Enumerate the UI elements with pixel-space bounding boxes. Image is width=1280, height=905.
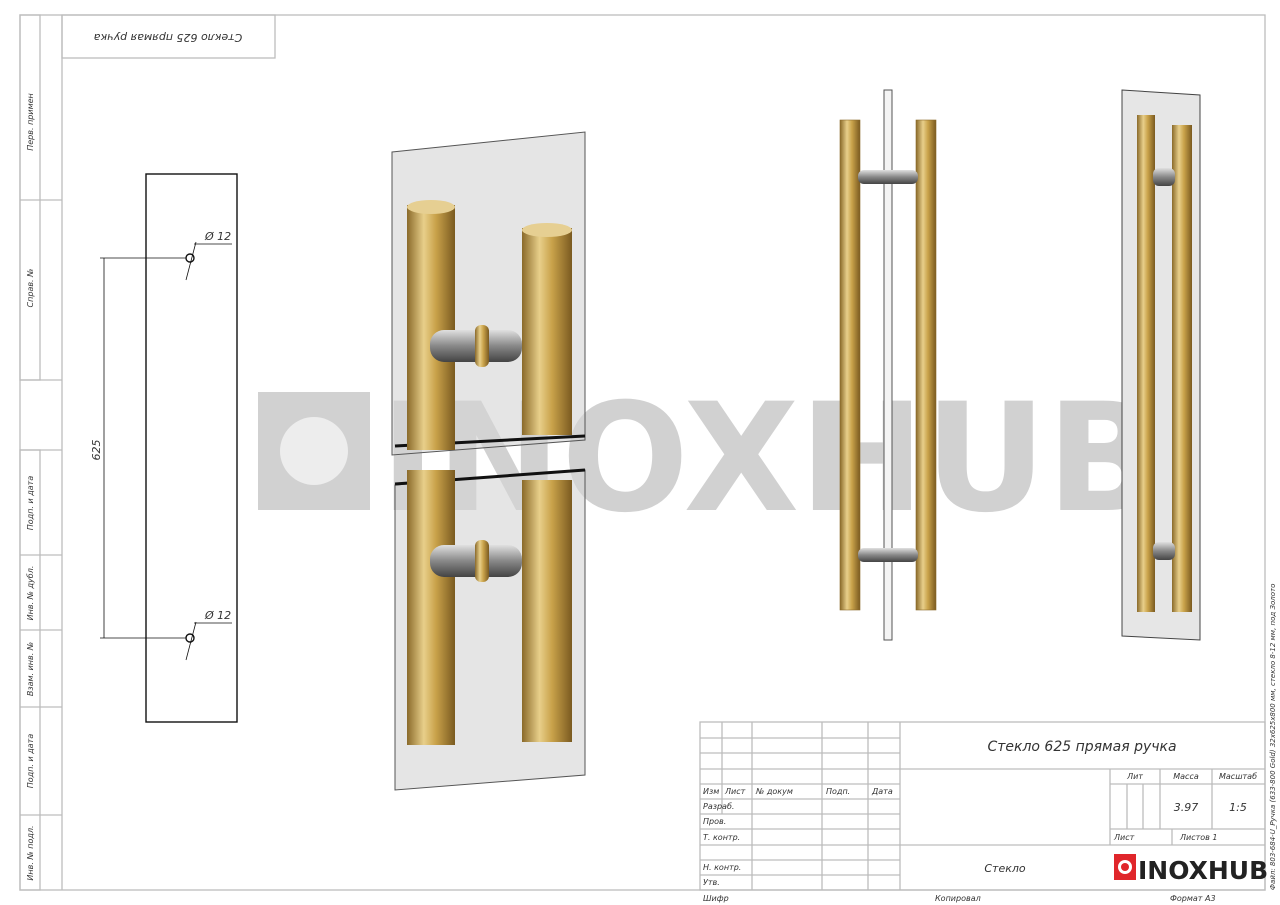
svg-text:Лист: Лист [1113, 833, 1135, 842]
svg-text:Н. контр.: Н. контр. [703, 863, 741, 872]
svg-text:№ докум: № докум [755, 787, 793, 796]
svg-text:Инв. № дубл.: Инв. № дубл. [26, 566, 35, 621]
svg-text:Подп.: Подп. [826, 787, 850, 796]
svg-text:Лист: Лист [724, 787, 746, 796]
handle-3d-view [391, 131, 586, 791]
glass-plate-drawing: 625 Ø 12 Ø 12 [90, 173, 238, 723]
svg-text:Изм: Изм [703, 787, 719, 796]
dim-hole-bottom: Ø 12 [204, 609, 231, 622]
svg-text:Масса: Масса [1173, 772, 1199, 781]
handle-front-view [839, 89, 937, 641]
title-block: Стекло 625 прямая ручка Изм Лист № докум… [699, 721, 1268, 903]
mass-value: 3.97 [1174, 801, 1199, 814]
svg-text:Разраб.: Разраб. [703, 802, 734, 811]
scale-value: 1:5 [1229, 801, 1247, 814]
svg-text:Перв. примен: Перв. примен [26, 93, 35, 151]
svg-text:Подп. и дата: Подп. и дата [26, 734, 35, 789]
svg-text:Утв.: Утв. [703, 878, 720, 887]
inoxhub-logo: INOXHUB [1114, 854, 1268, 885]
dim-hole-top: Ø 12 [204, 230, 231, 243]
svg-text:INOXHUB: INOXHUB [1138, 856, 1268, 885]
svg-text:Формат A3: Формат A3 [1170, 894, 1216, 903]
top-stamp-text: Стекло 625 прямая ручка [93, 31, 242, 44]
svg-text:Взам. инв. №: Взам. инв. № [26, 642, 35, 696]
side-strip: Перв. примен Справ. № Подп. и дата Инв. … [19, 14, 62, 891]
handle-side-view [1121, 89, 1201, 641]
svg-text:Листов 1: Листов 1 [1179, 833, 1218, 842]
dim-625: 625 [90, 440, 103, 461]
file-note: Файл: 803-684-U_Ручка (633-800 Gold) 32x… [1269, 584, 1277, 890]
svg-text:Копировал: Копировал [935, 894, 981, 903]
drawing-title: Стекло 625 прямая ручка [987, 739, 1176, 755]
svg-text:Пров.: Пров. [703, 817, 726, 826]
top-stamp [61, 14, 276, 59]
svg-text:Т. контр.: Т. контр. [703, 833, 740, 842]
svg-text:Инв. № подл.: Инв. № подл. [26, 825, 35, 880]
svg-text:Подп. и дата: Подп. и дата [26, 476, 35, 531]
svg-text:Дата: Дата [871, 787, 893, 796]
svg-text:Лит: Лит [1126, 772, 1143, 781]
svg-text:Масштаб: Масштаб [1219, 772, 1257, 781]
material: Стекло [984, 862, 1026, 875]
svg-text:Справ. №: Справ. № [26, 269, 35, 308]
svg-text:Шифр: Шифр [703, 894, 729, 903]
